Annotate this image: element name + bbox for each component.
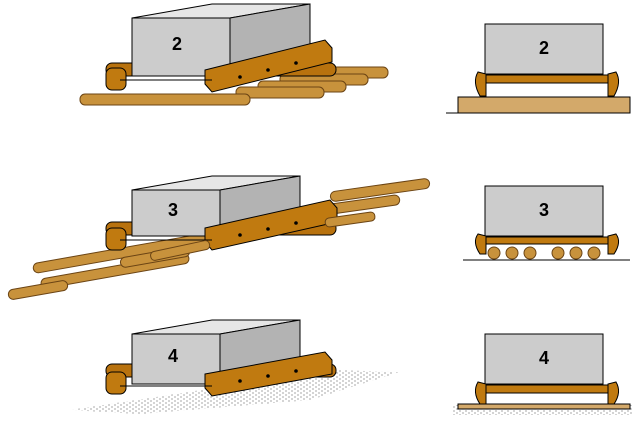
track-slab <box>458 404 630 409</box>
block-label: 2 <box>539 38 549 58</box>
sledge-runner <box>475 382 486 404</box>
sledge-beam <box>478 75 616 83</box>
panel-bottom-perspective: 4 <box>70 320 400 414</box>
sledge-runner <box>608 234 619 254</box>
sledge-runner <box>608 72 619 96</box>
panel-middle-side: 3 <box>463 186 630 260</box>
block-label: 4 <box>168 346 178 366</box>
panel-middle-perspective: 3 <box>8 176 431 300</box>
sledge-runner <box>475 72 486 96</box>
roller-group <box>488 247 600 259</box>
sledge-beam <box>478 385 616 393</box>
ground-slab <box>458 97 630 113</box>
sledge-runner <box>475 234 486 254</box>
block-label: 2 <box>172 34 182 54</box>
panel-bottom-side: 4 <box>452 334 632 415</box>
block-label: 4 <box>539 348 549 368</box>
block-label: 3 <box>539 200 549 220</box>
block-label: 3 <box>168 200 178 220</box>
panel-top-side: 2 <box>446 24 630 113</box>
panel-top-perspective: 2 <box>80 4 388 105</box>
sledge-beam <box>478 237 616 244</box>
sledge-runner <box>608 382 619 404</box>
